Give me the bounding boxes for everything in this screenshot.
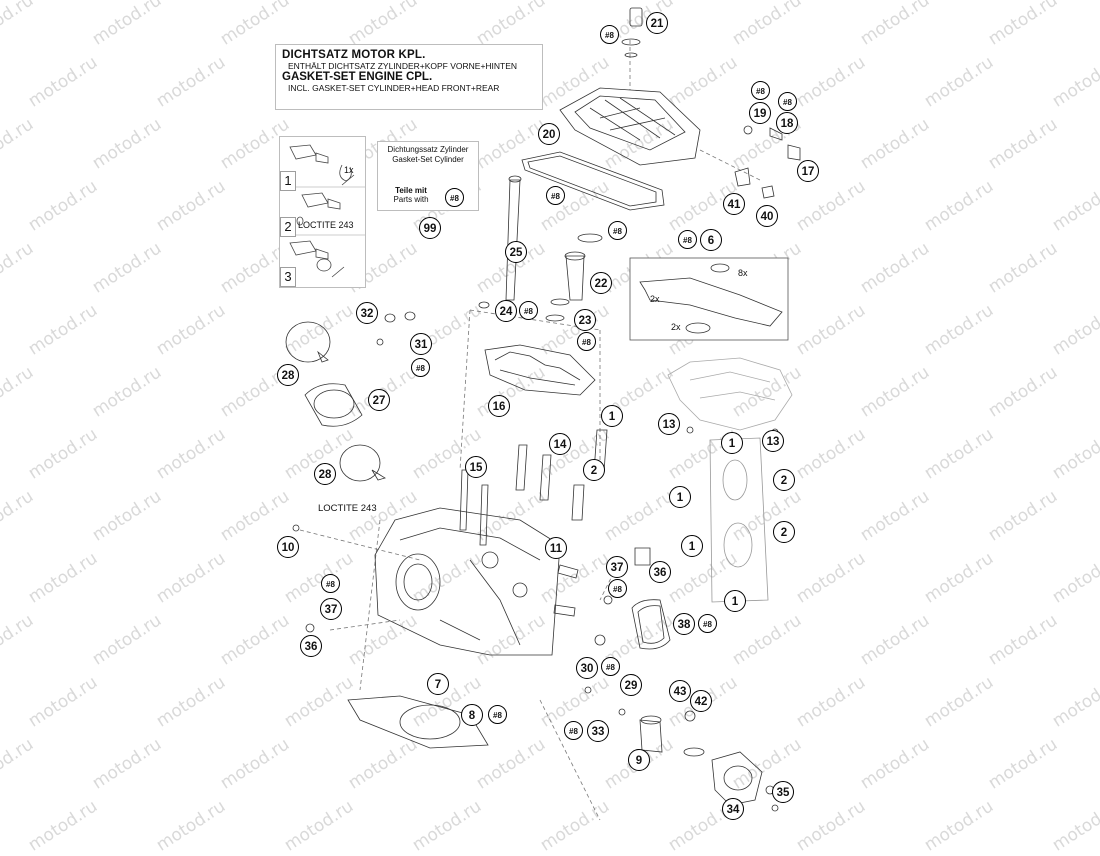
valve-cover-part xyxy=(559,87,701,166)
cylinder-gasket-box: Dichtungssatz Zylinder Gasket-Set Cylind… xyxy=(377,141,479,211)
sleeve-part xyxy=(565,255,585,301)
callout-33: 33 xyxy=(587,720,609,742)
teile-mit-label: Teile mit xyxy=(395,186,427,195)
callout-99: 99 xyxy=(419,217,441,239)
water-housing-part xyxy=(711,751,763,806)
callout-1: 1 xyxy=(601,405,623,427)
callout-2: 2 xyxy=(773,521,795,543)
callout-8: 8 xyxy=(461,704,483,726)
callout-marker-8: #8 xyxy=(608,221,627,240)
callout-19: 19 xyxy=(749,102,771,124)
kit-title-en: GASKET-SET ENGINE CPL. xyxy=(282,71,433,83)
multiplier-2x-a: 2x xyxy=(650,294,660,304)
cyl-title-en: Gasket-Set Cylinder xyxy=(392,155,464,164)
callout-29: 29 xyxy=(620,674,642,696)
cyl-title-de: Dichtungssatz Zylinder xyxy=(387,145,469,154)
cyl-box-marker: #8 xyxy=(445,188,464,207)
exploded-parts-diagram xyxy=(285,7,801,821)
cam-holder-part xyxy=(484,344,596,396)
callout-43: 43 xyxy=(669,680,691,702)
callout-marker-8: #8 xyxy=(601,657,620,676)
callout-marker-8: #8 xyxy=(778,92,797,111)
callout-2: 2 xyxy=(583,459,605,481)
assembly-steps-box: 1 2 3 LOCTITE 243 1x xyxy=(279,136,366,288)
step-1-label: 1 xyxy=(280,171,296,191)
intake-rubber-part xyxy=(304,383,363,427)
callout-37: 37 xyxy=(606,556,628,578)
callout-13: 13 xyxy=(762,430,784,452)
callout-36: 36 xyxy=(300,635,322,657)
cylinder-head-part xyxy=(374,507,561,656)
callout-25: 25 xyxy=(505,241,527,263)
step-loctite-label: LOCTITE 243 xyxy=(298,220,354,230)
head-gasket-part xyxy=(347,695,489,749)
callout-31: 31 xyxy=(410,333,432,355)
callout-36: 36 xyxy=(649,561,671,583)
callout-20: 20 xyxy=(538,123,560,145)
steps-illustration xyxy=(280,144,365,278)
kit-title-de: DICHTSATZ MOTOR KPL. xyxy=(282,49,426,61)
callout-17: 17 xyxy=(797,160,819,182)
callout-marker-8: #8 xyxy=(751,81,770,100)
callout-37: 37 xyxy=(320,598,342,620)
callout-1: 1 xyxy=(721,432,743,454)
callout-1: 1 xyxy=(681,535,703,557)
callout-16: 16 xyxy=(488,395,510,417)
callout-marker-8: #8 xyxy=(577,332,596,351)
callout-marker-8: #8 xyxy=(564,721,583,740)
callout-38: 38 xyxy=(673,613,695,635)
step-2-label: 2 xyxy=(280,217,296,237)
callout-6: 6 xyxy=(700,229,722,251)
gasket-kit-info-box: DICHTSATZ MOTOR KPL. ENTHÄLT DICHTSATZ Z… xyxy=(275,44,543,110)
head-loctite-label: LOCTITE 243 xyxy=(318,503,377,514)
kit-desc-de: ENTHÄLT DICHTSATZ ZYLINDER+KOPF VORNE+HI… xyxy=(288,61,518,71)
callout-13: 13 xyxy=(658,413,680,435)
callout-30: 30 xyxy=(576,657,598,679)
multiplier-2x-b: 2x xyxy=(671,322,681,332)
callout-18: 18 xyxy=(776,112,798,134)
kit-desc-en: INCL. GASKET-SET CYLINDER+HEAD FRONT+REA… xyxy=(288,83,500,93)
callout-marker-8: #8 xyxy=(608,579,627,598)
plug-21-part xyxy=(621,7,643,58)
callout-14: 14 xyxy=(549,433,571,455)
callout-27: 27 xyxy=(368,389,390,411)
multiplier-8x: 8x xyxy=(738,268,748,278)
cover-gasket-part xyxy=(521,151,665,211)
callout-40: 40 xyxy=(756,205,778,227)
callout-11: 11 xyxy=(545,537,567,559)
callout-2: 2 xyxy=(773,469,795,491)
callout-34: 34 xyxy=(722,798,744,820)
parts-with-label: Parts with xyxy=(393,195,429,204)
callout-marker-8: #8 xyxy=(600,25,619,44)
callout-32: 32 xyxy=(356,302,378,324)
callout-marker-8: #8 xyxy=(411,358,430,377)
long-bolt-part xyxy=(505,179,521,301)
callout-15: 15 xyxy=(465,456,487,478)
callout-24: 24 xyxy=(495,300,517,322)
callout-marker-8: #8 xyxy=(698,614,717,633)
callout-35: 35 xyxy=(772,781,794,803)
callout-28: 28 xyxy=(314,463,336,485)
callout-1: 1 xyxy=(669,486,691,508)
callout-21: 21 xyxy=(646,12,668,34)
callout-28: 28 xyxy=(277,364,299,386)
callout-marker-8: #8 xyxy=(519,301,538,320)
callout-marker-8: #8 xyxy=(546,186,565,205)
callout-1: 1 xyxy=(724,590,746,612)
callout-9: 9 xyxy=(628,749,650,771)
callout-41: 41 xyxy=(723,193,745,215)
callout-marker-8: #8 xyxy=(321,574,340,593)
callout-marker-8: #8 xyxy=(678,230,697,249)
callout-22: 22 xyxy=(590,272,612,294)
callout-42: 42 xyxy=(690,690,712,712)
callout-23: 23 xyxy=(574,309,596,331)
callout-marker-8: #8 xyxy=(488,705,507,724)
callout-7: 7 xyxy=(427,673,449,695)
step-1-note: 1x xyxy=(344,165,354,175)
callout-10: 10 xyxy=(277,536,299,558)
step-3-label: 3 xyxy=(280,267,296,287)
